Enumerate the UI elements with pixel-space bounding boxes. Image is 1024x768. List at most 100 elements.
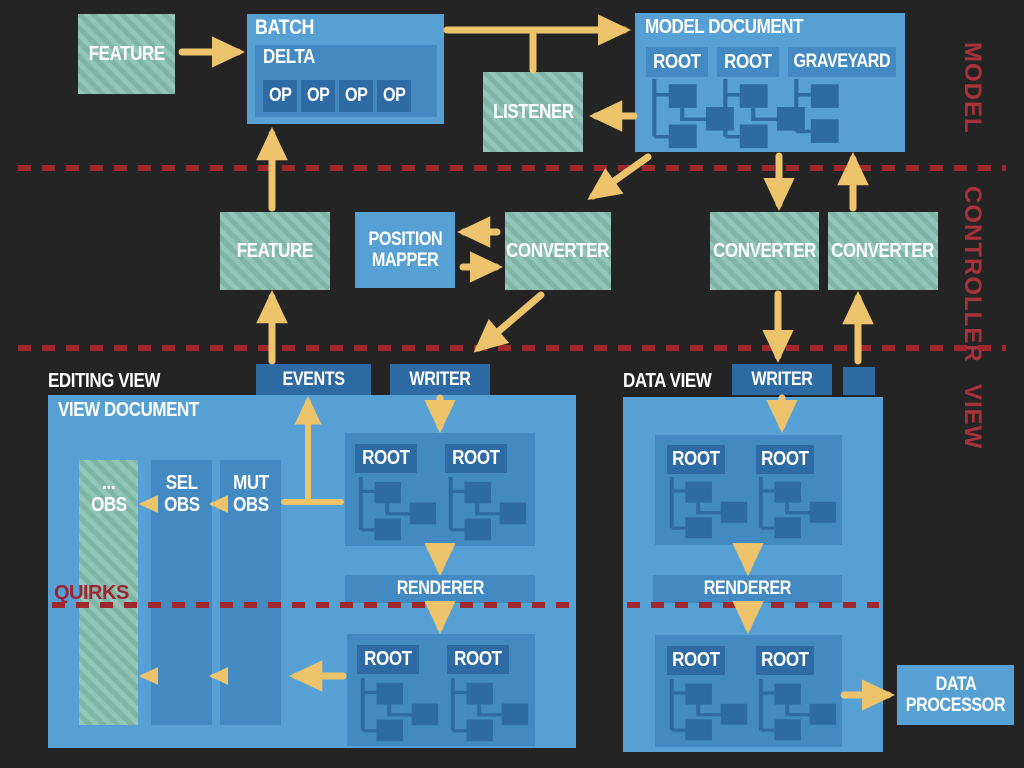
root-label-box: ROOT bbox=[646, 47, 708, 77]
root-label-box: ROOT bbox=[667, 646, 725, 675]
observer-box-selection: SEL OBS bbox=[151, 460, 212, 725]
document-tree-icon bbox=[353, 678, 443, 742]
root-label: ROOT bbox=[761, 448, 809, 470]
root-label-box: ROOT bbox=[667, 445, 725, 474]
root-label-box: ROOT bbox=[756, 445, 814, 474]
root-label: ROOT bbox=[454, 648, 502, 670]
converter-label: CONVERTER bbox=[713, 239, 816, 262]
op-box: OP bbox=[377, 80, 411, 112]
quirks-divider-editing bbox=[52, 602, 574, 608]
graveyard-label-box: GRAVEYARD bbox=[788, 47, 896, 77]
renderer-label: RENDERER bbox=[396, 578, 484, 599]
model-controller-divider bbox=[18, 165, 1006, 171]
root-label: ROOT bbox=[672, 649, 720, 671]
root-container: ROOT ROOT bbox=[655, 635, 842, 747]
controller-band-label: CONTROLLER bbox=[959, 186, 986, 363]
observer-line2: OBS bbox=[232, 494, 269, 517]
controller-view-divider bbox=[18, 345, 1006, 351]
root-label: ROOT bbox=[364, 648, 412, 670]
observer-line1: SEL bbox=[165, 472, 198, 494]
root-container: ROOT ROOT bbox=[345, 433, 535, 546]
feature-label: FEATURE bbox=[236, 239, 314, 262]
op-label: OP bbox=[268, 85, 292, 106]
root-label-box: ROOT bbox=[717, 47, 779, 77]
op-box: OP bbox=[301, 80, 335, 112]
observer-line2: OBS bbox=[163, 494, 200, 517]
listener-box: LISTENER bbox=[483, 72, 583, 152]
op-label: OP bbox=[382, 85, 406, 106]
document-tree-icon bbox=[751, 477, 841, 539]
position-mapper-line1: POSITION bbox=[368, 228, 442, 250]
delta-label: DELTA bbox=[263, 46, 316, 68]
root-label-box: ROOT bbox=[357, 645, 419, 674]
renderer-box-editing: RENDERER bbox=[345, 575, 535, 603]
document-tree-icon bbox=[662, 679, 752, 741]
document-tree-icon bbox=[351, 477, 441, 541]
root-container: ROOT ROOT bbox=[347, 634, 535, 746]
data-processor-box: DATA PROCESSOR bbox=[897, 665, 1014, 725]
root-label: ROOT bbox=[653, 50, 701, 73]
writer-label: WRITER bbox=[751, 368, 813, 390]
model-band-label: MODEL bbox=[959, 42, 986, 134]
writer-box-data: WRITER bbox=[732, 364, 832, 395]
op-label: OP bbox=[344, 85, 368, 106]
converter-box-3: CONVERTER bbox=[828, 212, 938, 290]
document-tree-icon bbox=[441, 477, 531, 541]
data-processor-line1: DATA bbox=[935, 673, 976, 695]
op-label: OP bbox=[306, 85, 330, 106]
root-container: ROOT ROOT bbox=[655, 435, 842, 545]
root-label-box: ROOT bbox=[355, 444, 417, 473]
batch-label: BATCH bbox=[255, 16, 315, 39]
position-mapper-line2: MAPPER bbox=[371, 250, 439, 271]
observer-line2: OBS bbox=[90, 494, 127, 517]
arrow-converter-to-writer bbox=[473, 291, 545, 353]
root-label: ROOT bbox=[724, 50, 772, 73]
converter-box-2: CONVERTER bbox=[710, 212, 819, 290]
root-label: ROOT bbox=[452, 447, 500, 469]
model-document-box: MODEL DOCUMENT ROOT ROOT GRAVEYARD bbox=[635, 13, 905, 152]
observer-box-generic: ... OBS bbox=[79, 460, 138, 725]
graveyard-label: GRAVEYARD bbox=[793, 51, 891, 72]
view-band-label: VIEW bbox=[959, 384, 986, 450]
op-box: OP bbox=[339, 80, 373, 112]
renderer-box-data: RENDERER bbox=[653, 575, 842, 603]
listener-label: LISTENER bbox=[492, 100, 574, 123]
feature-label: FEATURE bbox=[88, 42, 165, 65]
op-box: OP bbox=[263, 80, 297, 112]
graveyard-tree-icon bbox=[786, 79, 881, 149]
renderer-label: RENDERER bbox=[703, 578, 792, 599]
delta-box: DELTA OP OP OP OP bbox=[255, 45, 437, 117]
document-tree-icon bbox=[662, 477, 752, 539]
document-tree-icon bbox=[751, 679, 841, 741]
root-label-box: ROOT bbox=[445, 444, 507, 473]
observer-line1: ... bbox=[102, 472, 115, 494]
unlabeled-box bbox=[843, 367, 875, 395]
root-label: ROOT bbox=[672, 448, 720, 470]
root-label: ROOT bbox=[761, 649, 809, 671]
data-view-label: DATA VIEW bbox=[623, 370, 712, 392]
quirks-divider-data bbox=[627, 602, 879, 608]
data-processor-line2: PROCESSOR bbox=[905, 695, 1006, 716]
converter-label: CONVERTER bbox=[831, 239, 935, 262]
events-label: EVENTS bbox=[282, 368, 345, 390]
events-box: EVENTS bbox=[256, 364, 371, 395]
batch-box: BATCH DELTA OP OP OP OP bbox=[247, 14, 444, 124]
observer-box-mutation: MUT OBS bbox=[220, 460, 281, 725]
document-tree-icon bbox=[443, 678, 533, 742]
root-label-box: ROOT bbox=[756, 646, 814, 675]
position-mapper-box: POSITION MAPPER bbox=[355, 212, 455, 288]
feature-box-controller: FEATURE bbox=[220, 212, 330, 290]
observer-line1: MUT bbox=[232, 472, 269, 494]
writer-box-editing: WRITER bbox=[390, 364, 490, 395]
converter-box-1: CONVERTER bbox=[505, 212, 611, 290]
quirks-label: QUIRKS bbox=[54, 582, 129, 604]
model-document-title: MODEL DOCUMENT bbox=[645, 16, 804, 38]
writer-label: WRITER bbox=[409, 368, 471, 390]
arrow-model-document-to-converter bbox=[587, 153, 652, 201]
root-label: ROOT bbox=[362, 447, 410, 469]
root-label-box: ROOT bbox=[447, 645, 509, 674]
feature-box-model: FEATURE bbox=[78, 14, 175, 94]
editing-view-label: EDITING VIEW bbox=[48, 370, 161, 392]
converter-label: CONVERTER bbox=[506, 239, 610, 262]
